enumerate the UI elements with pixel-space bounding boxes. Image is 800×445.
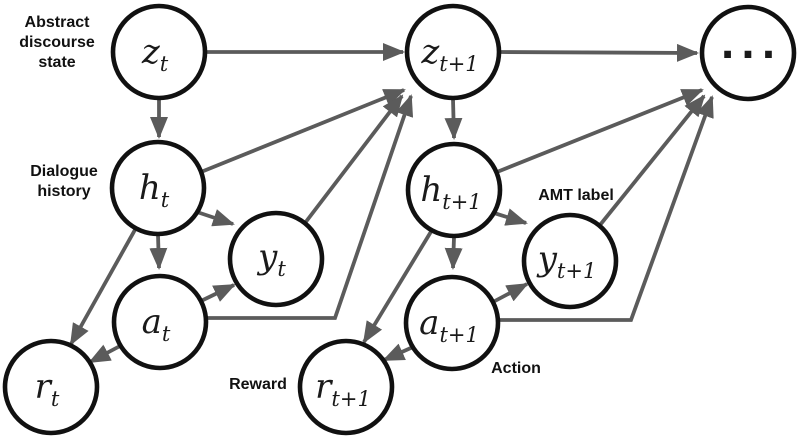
node-r-t-plus-1: rt+1 <box>297 338 395 436</box>
node-y-t-plus-1: yt+1 <box>521 212 619 310</box>
edge-at-to-rt <box>88 344 121 364</box>
node-r-t-plus-1-circle <box>297 338 395 436</box>
label-abstract-discourse-state: Abstract discourse state <box>19 14 95 71</box>
node-z-t-circle <box>110 3 208 101</box>
node-z-t-label: zt <box>141 32 169 76</box>
node-ellipsis: ... <box>699 4 797 102</box>
node-a-t-plus-1-label: at+1 <box>419 303 479 347</box>
edge-ht1-to-ellipsis <box>496 88 704 174</box>
edge-ht1-to-yt1 <box>493 208 528 226</box>
edge-at1-to-rt1 <box>382 343 414 362</box>
edge-at-to-zt1 <box>206 94 414 320</box>
edge-yt1-to-ellipsis <box>598 94 706 227</box>
node-y-t-circle <box>227 210 325 308</box>
node-h-t: ht <box>109 139 207 237</box>
node-y-t-plus-1-label: yt+1 <box>536 239 597 283</box>
node-z-t-plus-1: zt+1 <box>404 3 502 101</box>
node-a-t-circle <box>111 273 209 371</box>
edge-at-to-yt <box>200 283 236 303</box>
node-r-t-label: rt <box>35 367 60 411</box>
edge-ht-to-yt <box>196 209 235 227</box>
node-z-t-plus-1-label: zt+1 <box>420 32 478 76</box>
node-ellipsis-label: ... <box>720 23 781 67</box>
node-z-t: zt <box>110 3 208 101</box>
node-h-t-label: ht <box>139 168 170 212</box>
edge-at1-to-yt1 <box>492 282 529 304</box>
label-dialogue-history: Dialogue history <box>30 163 98 200</box>
edge-ht-to-rt <box>69 227 138 346</box>
edge-ht1-to-at1 <box>444 236 463 270</box>
edge-ht-to-at <box>149 234 168 270</box>
node-h-t-plus-1: ht+1 <box>405 141 503 239</box>
node-r-t-circle <box>2 338 100 436</box>
edge-zt1-to-ellipsis <box>499 43 699 62</box>
label-amt-label: AMT label <box>538 187 614 204</box>
node-y-t-label: yt <box>256 237 286 281</box>
node-a-t-plus-1-circle <box>403 274 501 372</box>
node-h-t-plus-1-circle <box>405 141 503 239</box>
node-a-t: at <box>111 273 209 371</box>
node-ellipsis-circle <box>699 4 797 102</box>
node-h-t-plus-1-label: ht+1 <box>420 170 481 214</box>
edge-ht-to-zt1 <box>200 88 406 174</box>
edge-zt1-to-ht1 <box>444 98 463 140</box>
edge-yt-to-zt1 <box>303 94 404 225</box>
edges-layer <box>69 43 714 364</box>
node-r-t-plus-1-label: rt+1 <box>315 367 371 411</box>
node-r-t: rt <box>2 338 100 436</box>
node-y-t: yt <box>227 210 325 308</box>
node-y-t-plus-1-circle <box>521 212 619 310</box>
label-reward: Reward <box>229 376 287 393</box>
node-z-t-plus-1-circle <box>404 3 502 101</box>
nodes-layer: zt ht yt at rt zt+1 <box>2 3 797 436</box>
node-a-t-plus-1: at+1 <box>403 274 501 372</box>
node-h-t-circle <box>109 139 207 237</box>
label-action: Action <box>491 360 541 377</box>
edge-at1-to-ellipsis <box>498 95 714 322</box>
node-a-t-label: at <box>142 302 171 346</box>
edge-ht1-to-rt1 <box>362 229 434 344</box>
